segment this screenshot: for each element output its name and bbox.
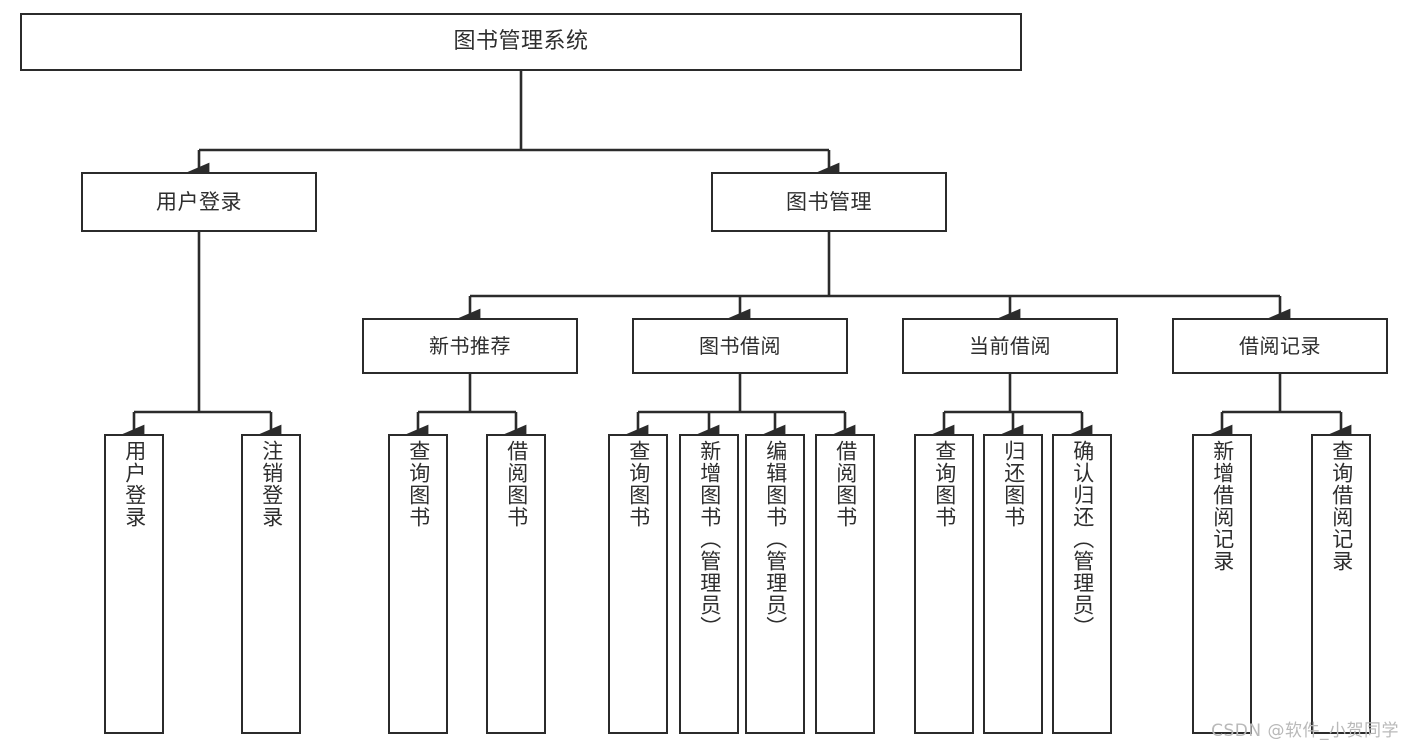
watermark-text: CSDN @软件_小贺同学 <box>1211 721 1399 741</box>
node-label: 借阅图书 <box>504 440 529 528</box>
node-label: 新书推荐 <box>429 333 511 358</box>
node-label: 图书管理系统 <box>453 29 589 55</box>
node-label: 当前借阅 <box>969 333 1051 358</box>
node-label: 新增借阅记录 <box>1210 440 1235 572</box>
node-records[interactable]: 借阅记录 <box>1172 318 1388 374</box>
node-l8[interactable]: 借阅图书 <box>815 434 875 734</box>
node-borrow[interactable]: 图书借阅 <box>632 318 848 374</box>
node-label: 用户登录 <box>156 189 242 214</box>
node-root[interactable]: 图书管理系统 <box>20 13 1022 71</box>
node-l12[interactable]: 新增借阅记录 <box>1192 434 1252 734</box>
node-label: 借阅记录 <box>1239 333 1321 358</box>
node-l11[interactable]: 确认归还（管理员） <box>1052 434 1112 734</box>
node-l13[interactable]: 查询借阅记录 <box>1311 434 1371 734</box>
node-l4[interactable]: 借阅图书 <box>486 434 546 734</box>
node-label: 查询图书 <box>626 440 651 528</box>
node-bookmgmt[interactable]: 图书管理 <box>711 172 947 232</box>
node-l7[interactable]: 编辑图书（管理员） <box>745 434 805 734</box>
node-l3[interactable]: 查询图书 <box>388 434 448 734</box>
node-current[interactable]: 当前借阅 <box>902 318 1118 374</box>
node-label: 确认归还（管理员） <box>1070 440 1095 638</box>
node-newbook[interactable]: 新书推荐 <box>362 318 578 374</box>
node-label: 借阅图书 <box>833 440 858 528</box>
node-label: 查询图书 <box>406 440 431 528</box>
node-l1[interactable]: 用户登录 <box>104 434 164 734</box>
node-label: 用户登录 <box>122 440 147 528</box>
node-label: 注销登录 <box>259 440 284 528</box>
node-l9[interactable]: 查询图书 <box>914 434 974 734</box>
node-l10[interactable]: 归还图书 <box>983 434 1043 734</box>
node-l5[interactable]: 查询图书 <box>608 434 668 734</box>
node-label: 归还图书 <box>1001 440 1026 528</box>
node-label: 图书管理 <box>786 189 872 214</box>
node-label: 新增图书（管理员） <box>697 440 722 638</box>
node-label: 编辑图书（管理员） <box>763 440 788 638</box>
node-l6[interactable]: 新增图书（管理员） <box>679 434 739 734</box>
node-label: 查询图书 <box>932 440 957 528</box>
node-l2[interactable]: 注销登录 <box>241 434 301 734</box>
node-login[interactable]: 用户登录 <box>81 172 317 232</box>
node-label: 查询借阅记录 <box>1329 440 1354 572</box>
node-label: 图书借阅 <box>699 333 781 358</box>
